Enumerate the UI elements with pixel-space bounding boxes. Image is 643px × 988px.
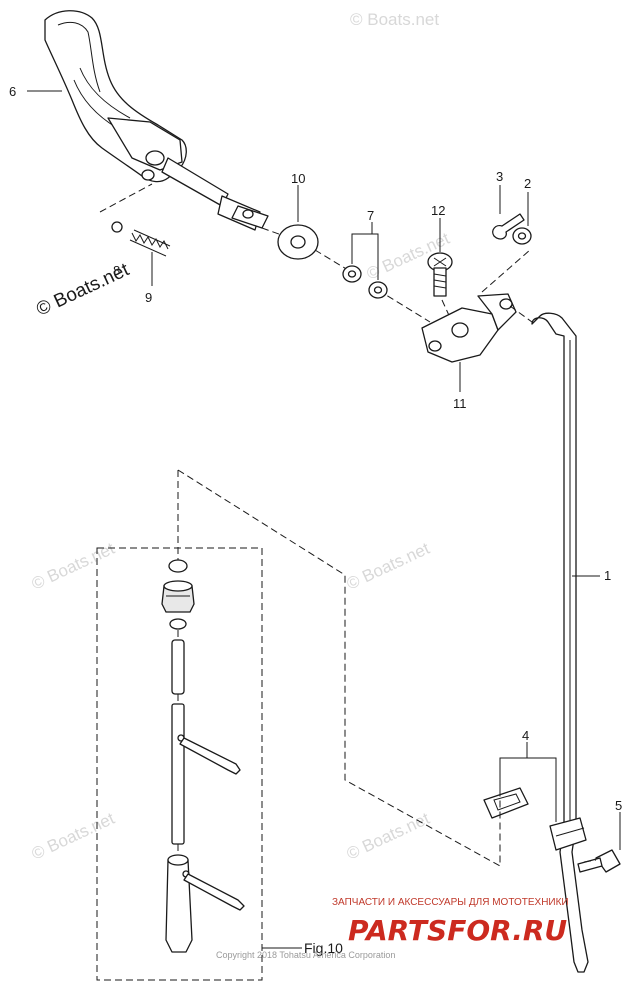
washer-small-2 [512,227,532,245]
washer-large [277,224,319,260]
assembly-line [583,859,597,863]
bolt-5 [577,849,621,873]
callout-11: 11 [453,396,467,411]
assembly-line [99,183,153,213]
watermark: © Boats.net [29,809,118,864]
ad-tagline: ЗАПЧАСТИ И АКСЕССУАРЫ ДЛЯ МОТОТЕХНИКИ [332,897,569,908]
assembly-line [441,299,453,323]
callout-6: 6 [9,84,16,99]
figure-reference: Fig.10 [304,940,343,956]
leader-4 [499,742,557,822]
copyright: Copyright 2018 Tohatsu America Corporati… [216,950,395,960]
detent-spring [129,229,171,257]
fig10-box [96,547,263,981]
assembly-line [509,305,533,323]
callout-9: 9 [145,290,152,305]
assembly-line [314,249,349,271]
cotter-pin [492,213,525,240]
shift-rod [531,312,589,973]
callout-2: 2 [524,176,531,191]
ad-brand-logo: PARTSFOR.RU [348,914,567,947]
rod-clip [483,787,587,851]
detent-ball [111,221,123,233]
assembly-line [377,289,431,323]
watermark: © Boats.net [344,809,433,864]
assembly-line [481,249,531,293]
watermark: © Boats.net [344,539,433,594]
rod-bracket [421,293,517,363]
callout-7: 7 [367,208,374,223]
callout-3: 3 [496,169,503,184]
callout-4: 4 [522,728,529,743]
callout-12: 12 [431,203,445,218]
callout-1: 1 [604,568,611,583]
watermark: © Boats.net [350,10,439,29]
callout-10: 10 [291,171,305,186]
watermark: © Boats.net [29,539,118,594]
bolt-12 [427,252,453,297]
leader-7 [351,222,379,280]
callout-8: 8 [113,263,120,278]
assembly-line [177,469,501,867]
shift-lever-handle [44,10,269,231]
callout-5: 5 [615,798,622,813]
small-washers [342,265,388,299]
fig10-subparts [161,559,245,953]
